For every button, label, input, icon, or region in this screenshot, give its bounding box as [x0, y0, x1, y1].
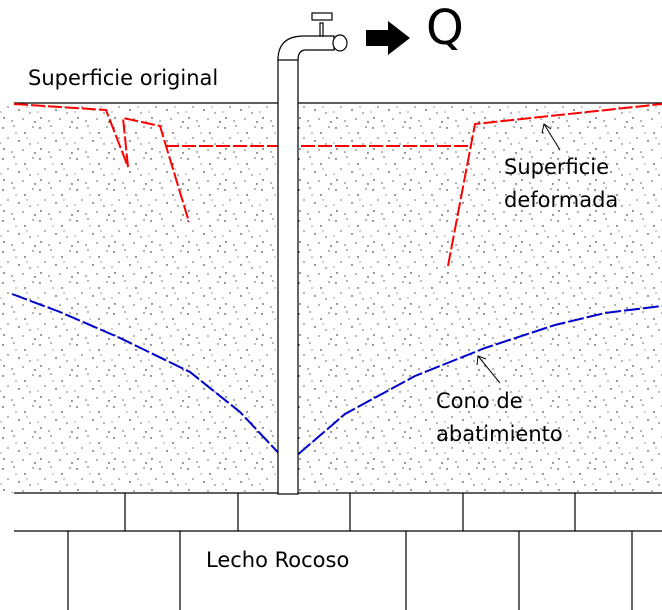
- bedrock-label: Lecho Rocoso: [206, 548, 350, 572]
- discharge-label: Q: [426, 0, 464, 56]
- bedrock: [14, 492, 662, 610]
- cone-label-line2: abatimiento: [436, 422, 563, 446]
- original-surface-label: Superficie original: [28, 66, 219, 90]
- arrow-right-icon: [366, 21, 410, 55]
- deformed-surface-leader: [541, 123, 561, 151]
- cone-label-line1: Cono de: [436, 389, 523, 413]
- cone-leader: [476, 355, 501, 384]
- soil-layer: [0, 103, 662, 493]
- well: [277, 35, 335, 495]
- deformed-surface-label-line1: Superficie: [504, 155, 610, 179]
- faucet-icon: [311, 12, 348, 52]
- deformed-surface-label-line2: deformada: [504, 188, 619, 212]
- cone-of-depression-line: [11, 293, 662, 465]
- deformed-surface-line: [13, 103, 662, 267]
